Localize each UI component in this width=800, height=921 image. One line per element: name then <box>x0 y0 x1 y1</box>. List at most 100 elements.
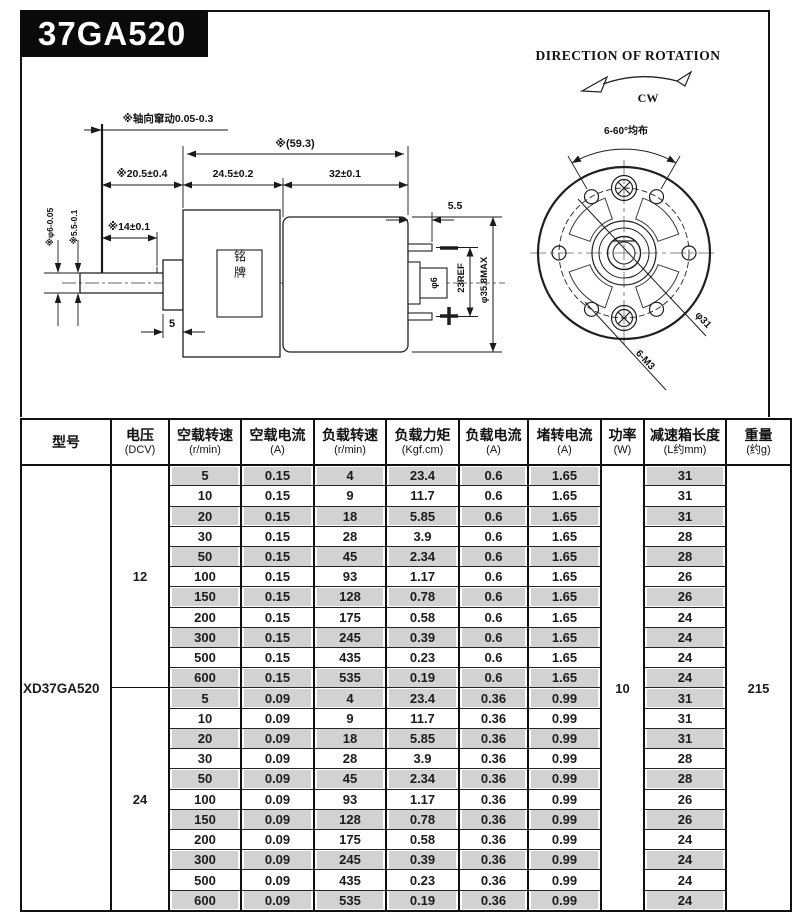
value-cell: 435 <box>313 647 386 668</box>
side-view-dim-labels: ※轴向窜动0.05-0.3 ※(59.3) ※20.5±0.4 24.5±0.2… <box>45 112 490 330</box>
shaft-diameter-label: ※φ6-0.05 <box>45 208 55 247</box>
value-cell: 0.15 <box>240 606 314 628</box>
gearbox-length-label: 24.5±0.2 <box>213 168 254 180</box>
value-cell: 0.58 <box>385 828 459 850</box>
sheet-frame <box>20 10 770 417</box>
value-cell: 1.65 <box>527 667 601 688</box>
gearbox-length-cell: 26 <box>643 788 726 810</box>
value-cell: 0.09 <box>240 727 314 749</box>
column-header: 功率(W) <box>600 419 644 466</box>
value-cell: 128 <box>313 808 386 830</box>
gearbox-length-cell: 26 <box>643 808 726 830</box>
side-view: 铭牌 φ6 <box>62 209 505 358</box>
value-cell: 0.23 <box>385 869 459 891</box>
column-header: 空载电流(A) <box>240 419 314 466</box>
value-cell: 0.99 <box>527 869 601 891</box>
gearbox-length-cell: 24 <box>643 667 726 688</box>
value-cell: 0.6 <box>458 606 528 628</box>
motor-length-label: 32±0.1 <box>329 168 361 180</box>
value-cell: 10 <box>168 485 241 506</box>
model-cell: XD37GA520 <box>20 465 111 911</box>
axial-play-label: ※轴向窜动0.05-0.3 <box>123 112 214 125</box>
cw-arrowhead-icon <box>579 75 609 93</box>
terminal-span-label: 23REF <box>456 263 467 293</box>
value-cell: 50 <box>168 545 241 567</box>
front-view-labels: 6-60°均布 φ31 6-M3 <box>604 124 713 373</box>
cw-arrow-arc <box>602 75 678 85</box>
model-title-badge: 37GA520 <box>20 10 208 57</box>
value-cell: 0.09 <box>240 748 314 769</box>
value-cell: 0.6 <box>458 545 528 567</box>
column-header: 减速箱长度(L约mm) <box>643 419 726 466</box>
gearbox-length-cell: 31 <box>643 687 726 709</box>
value-cell: 0.15 <box>240 485 314 506</box>
value-cell: 535 <box>313 889 386 911</box>
value-cell: 0.15 <box>240 586 314 608</box>
spec-table: 型号电压(DCV)空载转速(r/min)空载电流(A)负载转速(r/min)负载… <box>20 418 792 912</box>
column-header: 重量(约g) <box>725 419 791 466</box>
value-cell: 30 <box>168 748 241 769</box>
value-cell: 4 <box>313 687 386 709</box>
weight-cell: 215 <box>725 465 791 911</box>
value-cell: 0.15 <box>240 647 314 668</box>
value-cell: 18 <box>313 727 386 749</box>
value-cell: 0.6 <box>458 647 528 668</box>
value-cell: 5.85 <box>385 505 459 527</box>
gearbox-length-cell: 24 <box>643 889 726 911</box>
value-cell: 0.36 <box>458 869 528 891</box>
value-cell: 0.6 <box>458 667 528 688</box>
gearbox-length-cell: 31 <box>643 707 726 729</box>
flat-height-label: ※5.5-0.1 <box>69 209 79 244</box>
value-cell: 2.34 <box>385 545 459 567</box>
value-cell: 0.15 <box>240 465 314 486</box>
value-cell: 1.65 <box>527 586 601 608</box>
gearbox-length-cell: 26 <box>643 586 726 608</box>
value-cell: 1.65 <box>527 626 601 648</box>
value-cell: 600 <box>168 667 241 688</box>
value-cell: 28 <box>313 748 386 769</box>
value-cell: 20 <box>168 505 241 527</box>
value-cell: 150 <box>168 808 241 830</box>
value-cell: 600 <box>168 889 241 911</box>
value-cell: 100 <box>168 788 241 810</box>
value-cell: 0.15 <box>240 545 314 567</box>
value-cell: 245 <box>313 626 386 648</box>
value-cell: 0.99 <box>527 828 601 850</box>
technical-drawing: 铭牌 φ6 <box>20 10 770 417</box>
value-cell: 0.99 <box>527 768 601 790</box>
value-cell: 0.36 <box>458 849 528 870</box>
plus-terminal-icon <box>440 307 458 325</box>
value-cell: 45 <box>313 545 386 567</box>
value-cell: 1.65 <box>527 525 601 547</box>
value-cell: 0.99 <box>527 849 601 870</box>
value-cell: 11.7 <box>385 707 459 729</box>
value-cell: 500 <box>168 869 241 891</box>
value-cell: 128 <box>313 586 386 608</box>
value-cell: 0.99 <box>527 808 601 830</box>
flat-length-label: ※14±0.1 <box>108 221 150 233</box>
gearbox-length-cell: 31 <box>643 485 726 506</box>
value-cell: 28 <box>313 525 386 547</box>
gearbox-length-cell: 24 <box>643 626 726 648</box>
column-header: 负载电流(A) <box>458 419 528 466</box>
value-cell: 0.6 <box>458 626 528 648</box>
collar-width-label: 5 <box>169 318 175 330</box>
value-cell: 200 <box>168 606 241 628</box>
gearbox-length-cell: 28 <box>643 768 726 790</box>
value-cell: 245 <box>313 849 386 870</box>
value-cell: 0.09 <box>240 849 314 870</box>
value-cell: 200 <box>168 828 241 850</box>
value-cell: 0.15 <box>240 505 314 527</box>
gearbox-length-cell: 31 <box>643 727 726 749</box>
value-cell: 0.99 <box>527 788 601 810</box>
value-cell: 0.15 <box>240 667 314 688</box>
